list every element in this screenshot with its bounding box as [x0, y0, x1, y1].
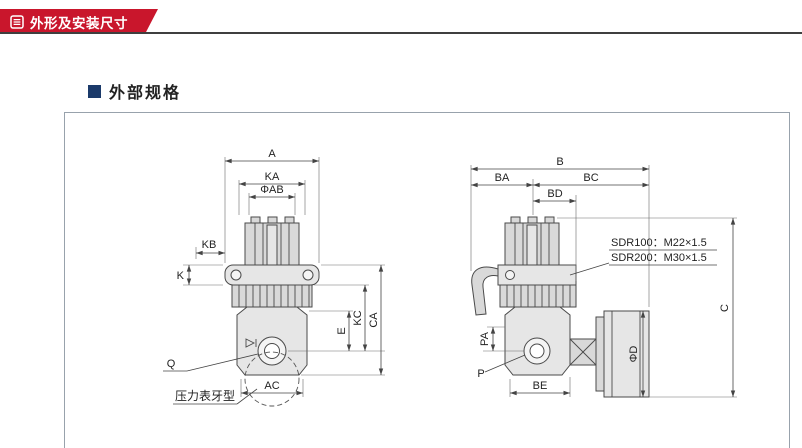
dim-bc-label: BC — [583, 172, 598, 184]
dim-bd: BD — [533, 188, 577, 281]
outline-dimensions-panel: A KA ΦAB KB — [64, 112, 790, 448]
flow-direction-icon — [245, 338, 256, 348]
dim-kc: KC — [314, 284, 369, 351]
dim-k-label: K — [177, 270, 185, 282]
port-callout-p: P — [477, 354, 526, 380]
thread-note-1-label: SDR100：M22×1.5 — [611, 237, 707, 249]
dim-ac-label: AC — [264, 380, 279, 392]
dim-be-label: BE — [533, 380, 548, 392]
document-list-icon — [10, 15, 24, 29]
dim-ca: CA — [301, 264, 385, 376]
dim-b-label: B — [556, 156, 563, 168]
lock-ring-side — [499, 284, 577, 308]
dim-pa-label: PA — [479, 331, 491, 346]
dim-a-label: A — [268, 148, 276, 160]
subsection-title: 外部规格 — [109, 85, 182, 102]
dim-ka-label: KA — [265, 171, 280, 183]
square-bullet-icon — [88, 84, 101, 98]
regulator-body — [236, 306, 308, 376]
side-view: B BA BC BD SDR100：M22×1.5 SDR2 — [470, 156, 737, 398]
dim-phi-ab: ΦAB — [248, 184, 296, 215]
dim-pa: PA — [479, 326, 524, 352]
dim-be: BE — [509, 377, 571, 397]
adjust-knob-side — [504, 216, 560, 266]
pressure-gauge-side — [595, 310, 650, 398]
adjust-knob — [244, 216, 300, 266]
dim-e: E — [288, 310, 385, 352]
dim-ca-label: CA — [368, 312, 380, 328]
dim-a: A — [224, 148, 320, 263]
dim-kb-label: KB — [202, 239, 217, 251]
dim-c: C — [557, 217, 737, 398]
gauge-note-label: 压力表牙型 — [175, 389, 235, 403]
lock-ring — [231, 284, 313, 308]
wall-bracket — [471, 266, 499, 316]
dim-phi-ab-label: ΦAB — [260, 184, 283, 196]
front-view: A KA ΦAB KB — [163, 148, 385, 407]
dimension-drawing: A KA ΦAB KB — [163, 148, 737, 407]
dim-ba-label: BA — [495, 172, 510, 184]
dim-kc-label: KC — [352, 310, 364, 325]
thread-spec-callout: SDR100：M22×1.5 SDR200：M30×1.5 — [569, 237, 717, 276]
header-rule — [0, 32, 802, 34]
dim-kb: KB — [195, 239, 225, 259]
dim-bd-label: BD — [547, 188, 562, 200]
regulator-body-side — [504, 306, 571, 376]
thread-note-2-label: SDR200：M30×1.5 — [611, 252, 707, 264]
dim-k: K — [177, 264, 223, 286]
mount-flange — [224, 264, 320, 286]
dim-ac: AC — [240, 379, 304, 397]
dim-ka: KA — [238, 171, 306, 215]
gauge-coupling — [569, 338, 597, 366]
mount-plate-side — [497, 264, 577, 286]
banner-title: 外形及安装尺寸 — [30, 15, 128, 31]
dim-b: B — [470, 156, 650, 307]
dim-phi-d-label: ΦD — [628, 346, 640, 363]
dim-ba-bc: BA BC — [471, 172, 649, 215]
port-p-label: P — [477, 368, 484, 380]
dim-phi-d: ΦD — [628, 311, 646, 397]
gauge-phantom-circle — [244, 351, 300, 407]
dim-e-label: E — [336, 327, 348, 334]
subsection-heading: 外部规格 — [88, 79, 181, 103]
port-callout-q: Q — [163, 353, 259, 372]
port-q-label: Q — [167, 358, 176, 370]
gauge-type-callout: 压力表牙型 — [173, 388, 258, 405]
dim-c-label: C — [719, 304, 731, 312]
section-banner: 外形及安装尺寸 — [0, 9, 158, 34]
